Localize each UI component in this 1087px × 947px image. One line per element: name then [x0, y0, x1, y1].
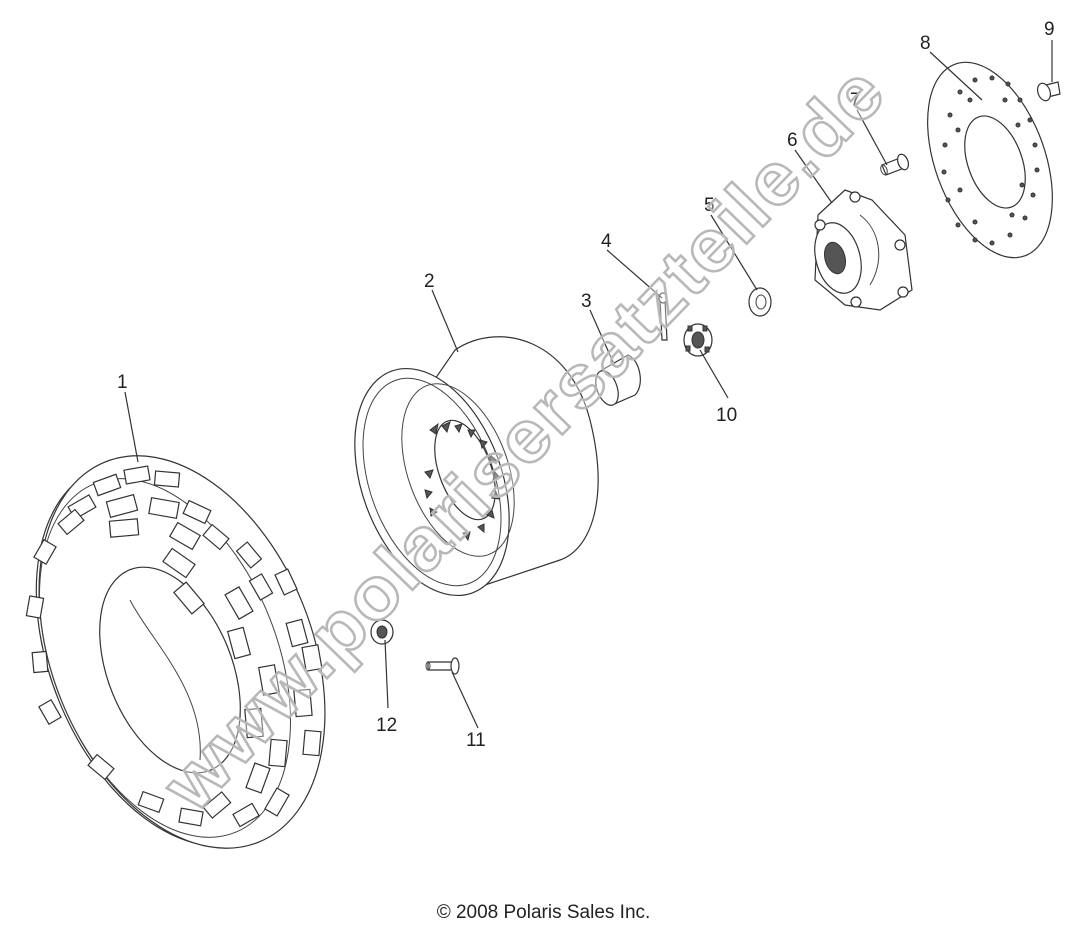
lug-nut-part-12: [370, 619, 394, 645]
copyright-notice: © 2008 Polaris Sales Inc.: [436, 902, 651, 923]
callout-6: 6: [787, 130, 798, 151]
stud-part-11: [425, 657, 460, 675]
callout-5: 5: [704, 195, 715, 216]
leader-lines: [124, 40, 1053, 729]
wheel-rim-part-2: [354, 336, 599, 597]
callout-3: 3: [581, 291, 592, 312]
callout-9: 9: [1044, 19, 1055, 40]
callout-11: 11: [466, 730, 486, 751]
cotter-pin-part-4: [658, 292, 668, 341]
spacer-part-3: [595, 354, 641, 406]
disc-cooling-holes: [941, 75, 1040, 246]
washer-part-5: [748, 287, 772, 317]
callout-12: 12: [376, 715, 397, 736]
brake-disc-part-8: [927, 61, 1053, 259]
bolt-part-9: [1036, 81, 1061, 102]
watermark-text: www.polarisersatzteile.de: [146, 49, 901, 827]
callout-4: 4: [601, 231, 612, 252]
callout-2: 2: [424, 271, 435, 292]
callout-labels: 1 2 3 4 5 6 7 8 9 10 11 12: [117, 19, 1055, 751]
callout-8: 8: [920, 33, 931, 54]
tire-tread-blocks: [25, 465, 323, 828]
callout-10: 10: [716, 405, 737, 426]
callout-7: 7: [850, 90, 861, 111]
bolt-part-7: [880, 153, 910, 176]
castle-nut-part-10: [683, 323, 713, 357]
rim-vent-holes: [424, 421, 501, 542]
tire-part-1: [25, 455, 326, 849]
hub-part-6: [814, 189, 913, 311]
callout-1: 1: [117, 372, 128, 393]
